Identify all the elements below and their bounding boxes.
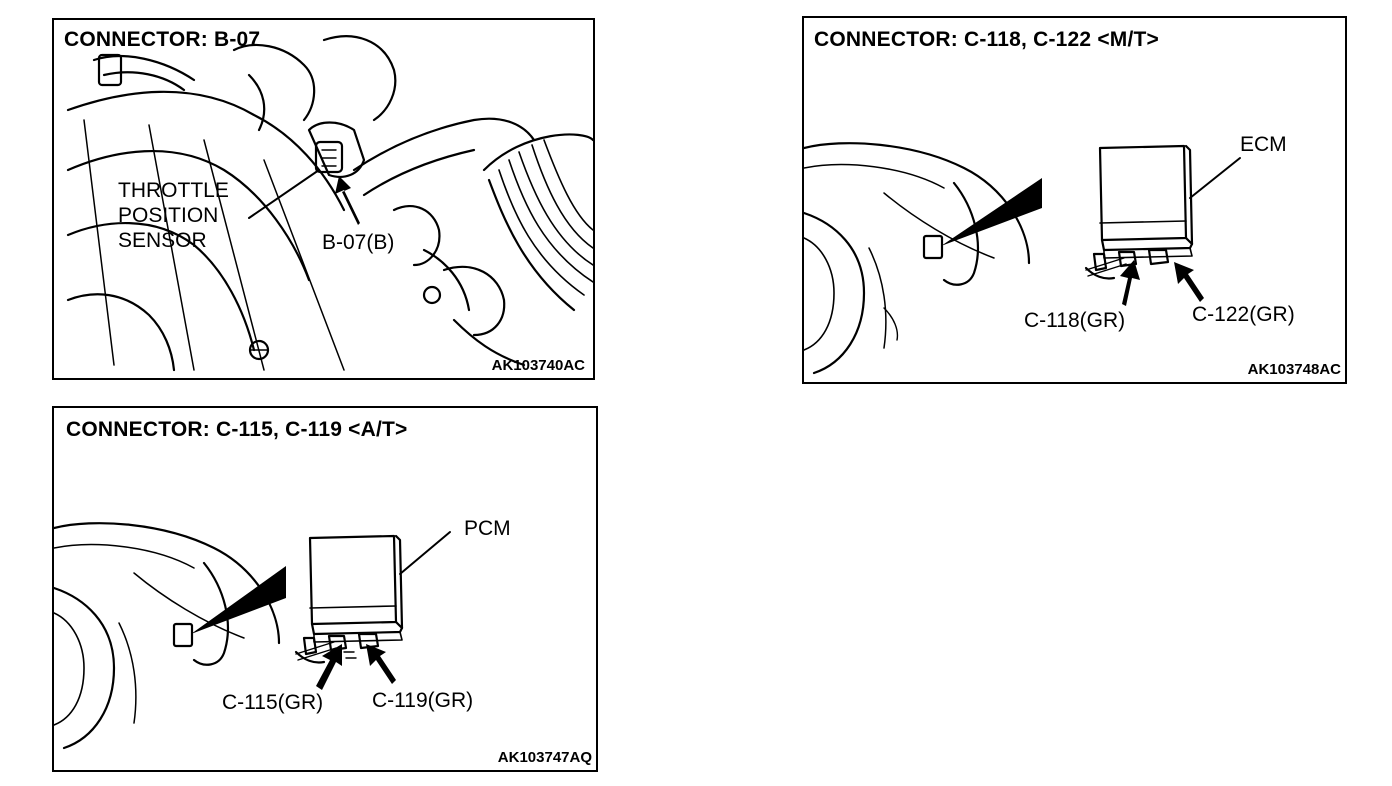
sensor-label-line1: THROTTLE: [118, 179, 229, 202]
panel-title: CONNECTOR: C-115, C-119 <A/T>: [66, 418, 408, 441]
connector-right-label: C-122(GR): [1192, 303, 1295, 326]
image-code: AK103748AC: [1247, 361, 1341, 378]
c115-arrow: [316, 644, 342, 690]
connector-left-label: C-118(GR): [1024, 309, 1126, 332]
panel-title: CONNECTOR: B-07: [64, 28, 261, 51]
sensor-label-line3: SENSOR: [118, 229, 207, 252]
connector-b07-panel: CONNECTOR: B-07 THROTTLE POSITION SENSOR…: [52, 18, 595, 380]
engine-bay-drawing: [66, 35, 593, 372]
image-code: AK103747AQ: [497, 749, 592, 766]
connector-right-label: C-119(GR): [372, 689, 474, 712]
panel-title: CONNECTOR: C-118, C-122 <M/T>: [814, 28, 1159, 51]
callout-wedge: [941, 178, 1042, 246]
c119-arrow: [366, 644, 396, 684]
dashboard-pcm-drawing: [54, 522, 451, 750]
connector-c115-c119-panel: CONNECTOR: C-115, C-119 <A/T> PCM C-115(…: [52, 406, 598, 772]
sensor-label-line2: POSITION: [118, 204, 219, 227]
image-code: AK103740AC: [491, 357, 585, 374]
module-label: ECM: [1240, 133, 1287, 156]
connector-label: B-07(B): [322, 231, 395, 254]
c118-arrow: [1120, 260, 1140, 306]
c122-arrow: [1174, 262, 1204, 302]
b07-arrow: [335, 176, 360, 225]
connector-left-label: C-115(GR): [222, 691, 324, 714]
connector-c118-c122-panel: CONNECTOR: C-118, C-122 <M/T> ECM C-118(…: [802, 16, 1347, 384]
sensor-label: THROTTLE POSITION SENSOR: [118, 178, 229, 253]
module-label: PCM: [464, 517, 511, 540]
callout-wedge: [191, 566, 286, 634]
dashboard-ecm-drawing: [804, 142, 1241, 375]
